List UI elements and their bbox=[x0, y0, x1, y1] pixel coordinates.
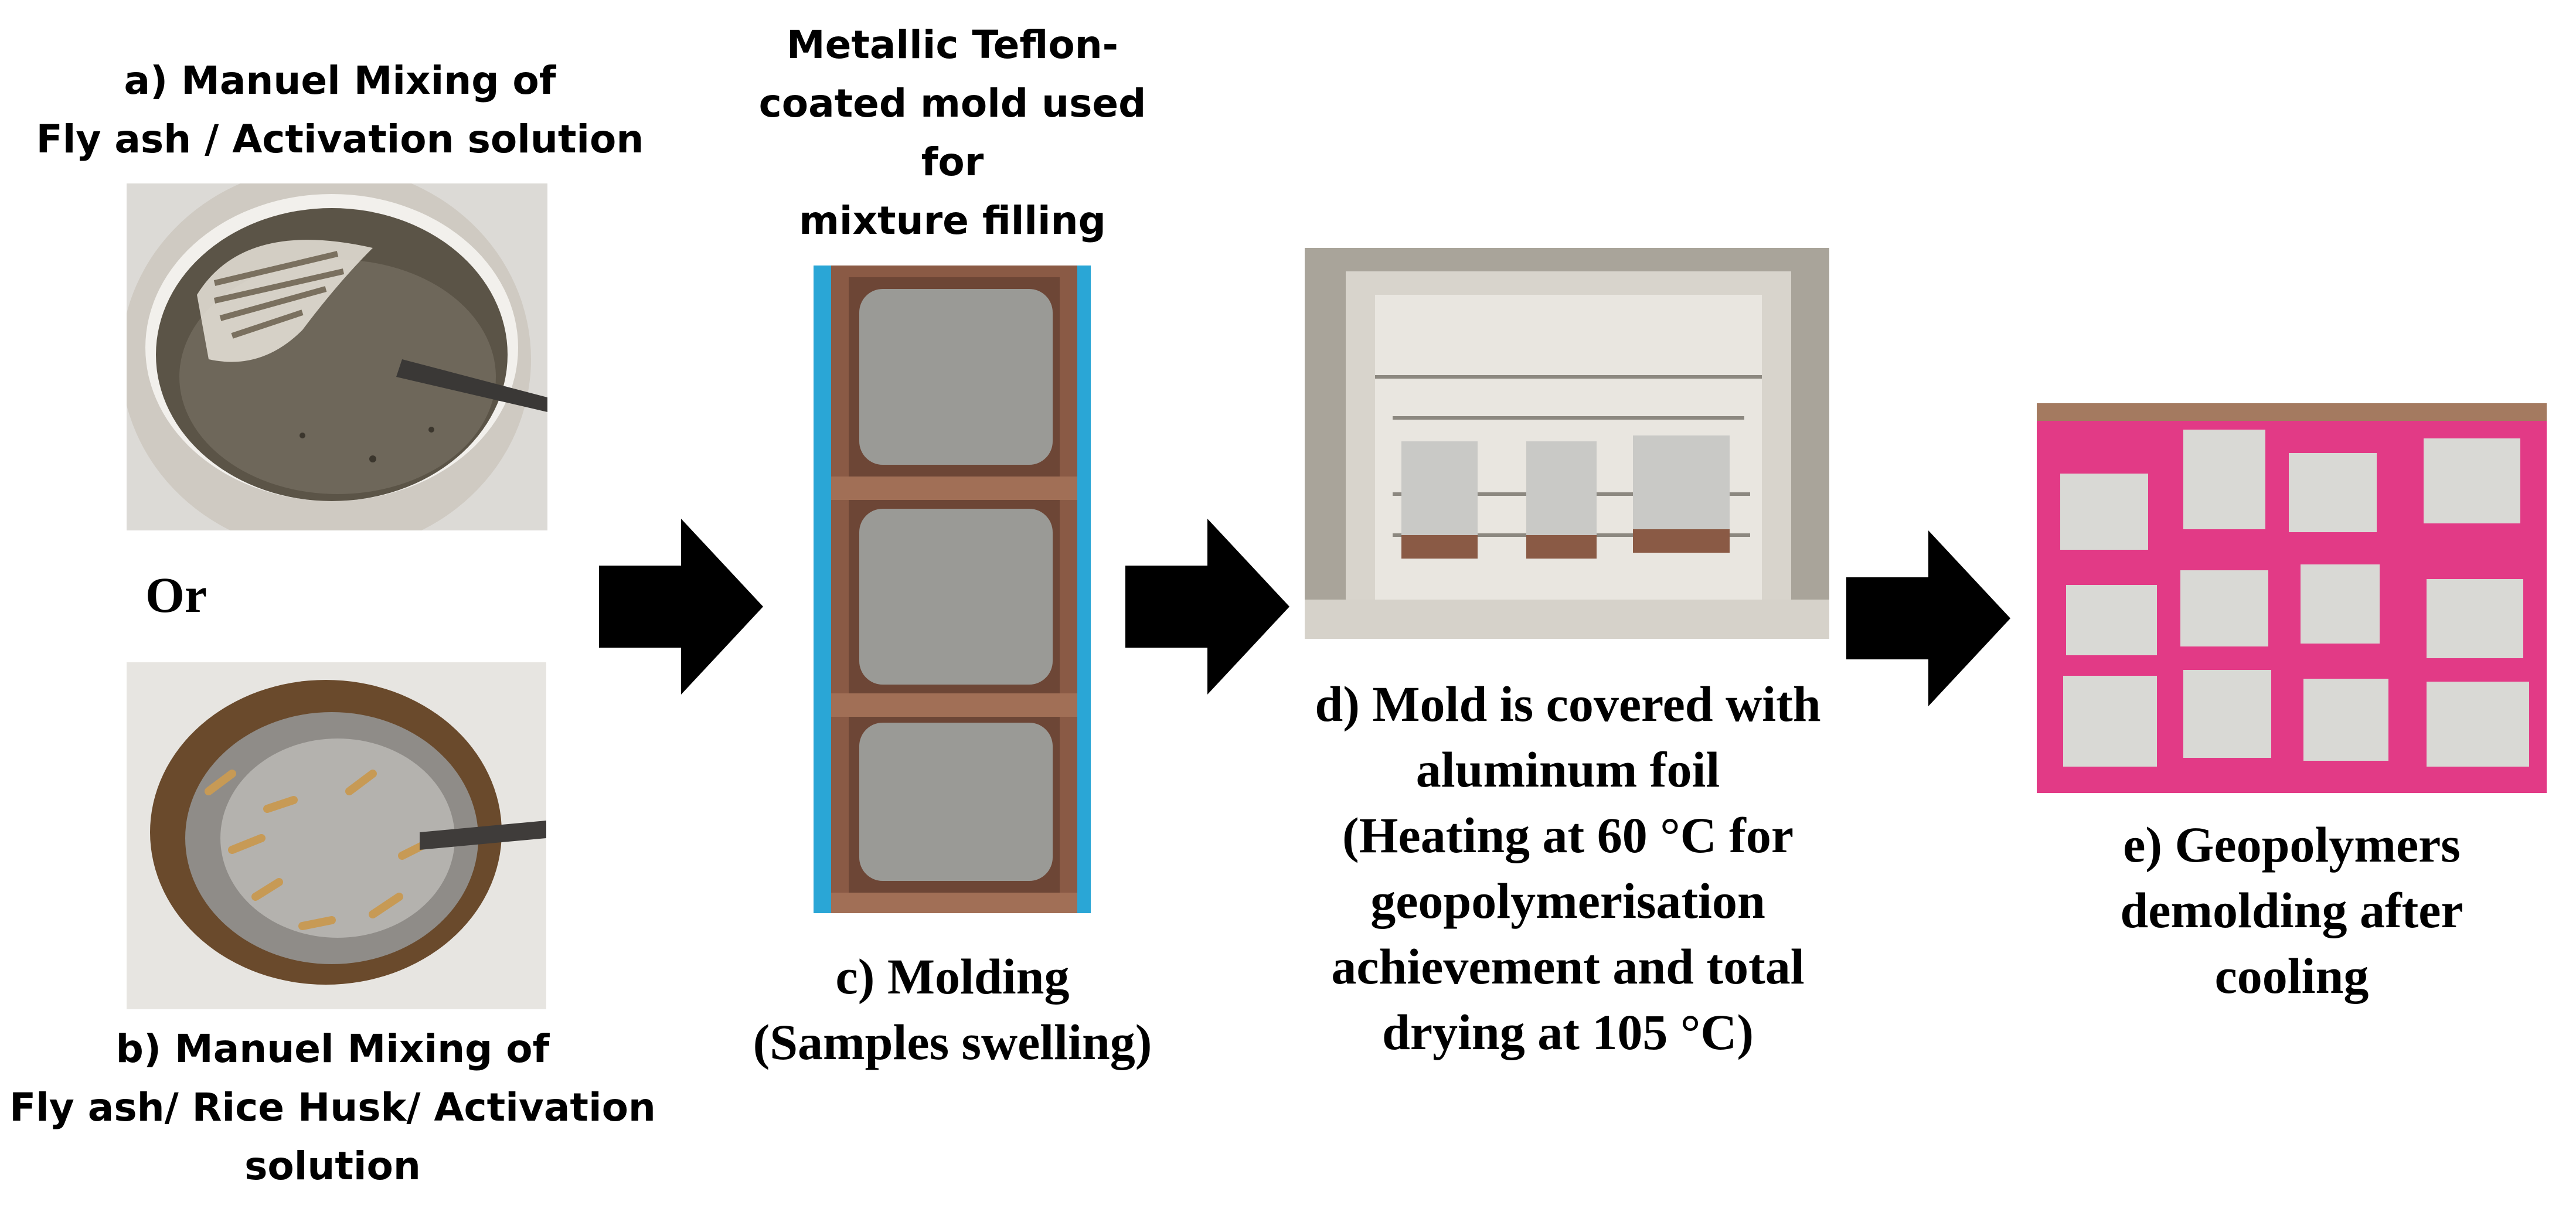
photo-demolded-geopolymers bbox=[2037, 403, 2547, 793]
caption-mold-note-line-1: Metallic Teflon- bbox=[786, 22, 1119, 67]
arrow-step-3-to-4 bbox=[1846, 530, 2010, 706]
or-label: Or bbox=[145, 567, 207, 623]
caption-mold-note-line-3: for bbox=[921, 139, 984, 185]
caption-step-b: b) Manuel Mixing of Fly ash/ Rice Husk/ … bbox=[0, 1020, 665, 1196]
caption-step-d-line-5: achievement and total bbox=[1331, 938, 1805, 995]
caption-step-e-line-1: e) Geopolymers bbox=[2123, 816, 2461, 873]
caption-step-e-line-3: cooling bbox=[2214, 948, 2369, 1004]
caption-step-c-line-2: (Samples swelling) bbox=[753, 1014, 1152, 1070]
caption-step-d-line-6: drying at 105 °C) bbox=[1382, 1004, 1754, 1060]
photo-oven-heating bbox=[1305, 248, 1829, 639]
arrow-step-2-to-3 bbox=[1125, 519, 1289, 695]
caption-mold-note-line-2: coated mold used bbox=[758, 81, 1146, 126]
caption-step-b-line-1: b) Manuel Mixing of bbox=[115, 1026, 550, 1071]
caption-mold-note-line-4: mixture filling bbox=[799, 198, 1106, 243]
caption-step-e-line-2: demolding after bbox=[2120, 882, 2463, 938]
caption-step-a-line-1: a) Manuel Mixing of bbox=[124, 58, 556, 103]
caption-step-a: a) Manuel Mixing of Fly ash / Activation… bbox=[0, 52, 680, 169]
arrow-step-1-to-2 bbox=[599, 519, 763, 695]
caption-mold-note: Metallic Teflon- coated mold used for mi… bbox=[703, 16, 1202, 250]
photo-rice-husk-mixing bbox=[127, 662, 546, 1009]
photo-fly-ash-mixing bbox=[127, 183, 547, 530]
caption-step-d-line-4: geopolymerisation bbox=[1370, 873, 1765, 929]
caption-step-b-line-2: Fly ash/ Rice Husk/ Activation bbox=[9, 1085, 656, 1130]
caption-step-d: d) Mold is covered with aluminum foil (H… bbox=[1237, 671, 1899, 1065]
caption-step-d-line-1: d) Mold is covered with bbox=[1315, 676, 1821, 732]
caption-step-b-line-3: solution bbox=[244, 1143, 421, 1189]
photo-teflon-mold bbox=[814, 266, 1091, 913]
caption-step-e: e) Geopolymers demolding after cooling bbox=[2040, 812, 2544, 1009]
caption-step-a-line-2: Fly ash / Activation solution bbox=[36, 117, 644, 162]
caption-step-c: c) Molding (Samples swelling) bbox=[703, 944, 1202, 1075]
caption-step-c-line-1: c) Molding bbox=[835, 948, 1070, 1005]
caption-step-d-line-3: (Heating at 60 °C for bbox=[1342, 807, 1794, 863]
caption-step-d-line-2: aluminum foil bbox=[1415, 741, 1720, 798]
